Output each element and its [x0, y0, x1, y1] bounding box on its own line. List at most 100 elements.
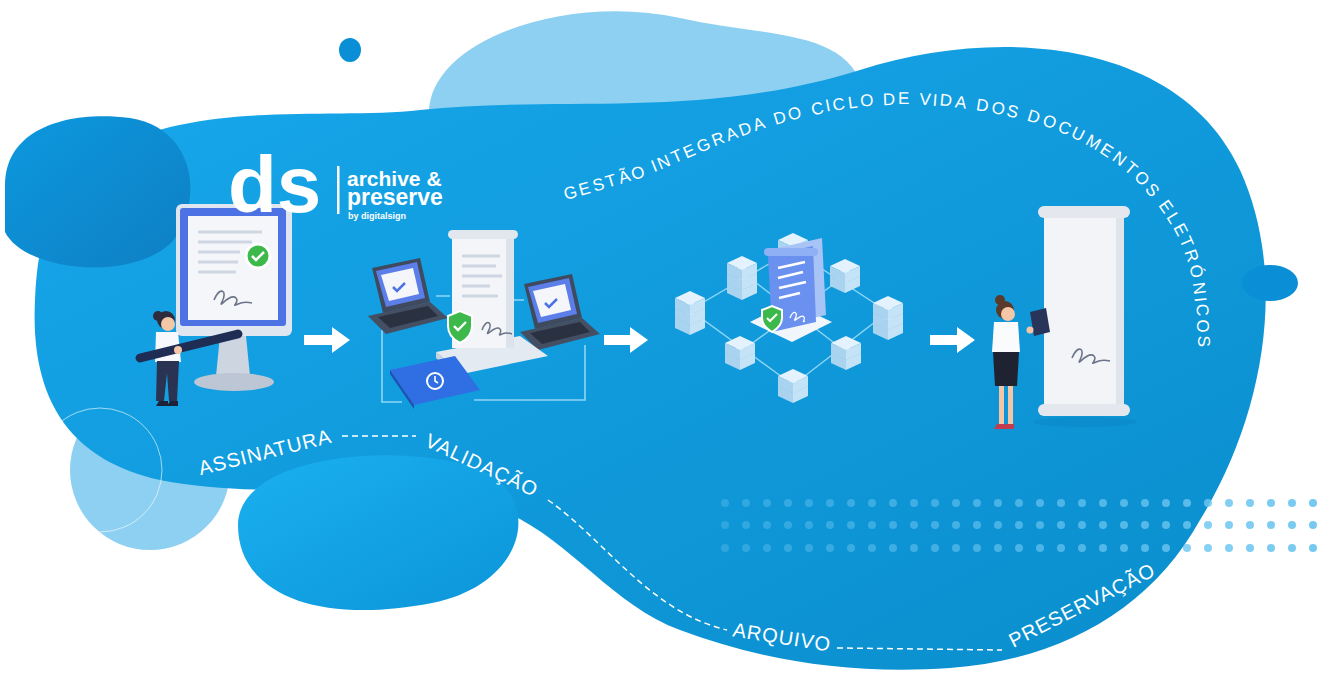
- server-cubes: [675, 233, 903, 403]
- dot: [868, 544, 876, 552]
- dot: [1225, 521, 1233, 529]
- dot: [1267, 544, 1275, 552]
- laptop-icon-part: [376, 262, 425, 307]
- dot: [931, 521, 939, 529]
- archive-illustration-part: [764, 248, 818, 256]
- title-letter: O: [990, 99, 1007, 118]
- dot: [784, 499, 792, 507]
- title-letter: I: [1192, 296, 1209, 303]
- title-letter: [912, 90, 918, 107]
- title-letter: Ó: [1187, 263, 1207, 281]
- person-figure-part: [140, 334, 238, 358]
- title-letter: N: [1190, 281, 1209, 296]
- laptop-icon-part: [393, 283, 405, 291]
- dot-grid: [721, 499, 1317, 552]
- laptop-icon-part: [533, 284, 571, 317]
- dot: [1162, 499, 1170, 507]
- laptop-icon-part: [381, 268, 419, 301]
- dot: [931, 544, 939, 552]
- dot: [1036, 499, 1044, 507]
- validation-illustration-part: [448, 230, 518, 239]
- preservation-illustration-part: [1072, 349, 1110, 363]
- person-figure-part: [174, 346, 182, 354]
- title-letter: E: [898, 90, 910, 107]
- preservation-illustration-part: [1033, 417, 1137, 427]
- dot: [889, 521, 897, 529]
- dot: [721, 521, 729, 529]
- dot: [1099, 499, 1107, 507]
- logo-divider: [337, 166, 340, 214]
- archive-illustration-part: [767, 314, 777, 321]
- dot: [868, 499, 876, 507]
- dot: [1204, 544, 1212, 552]
- stage-node: PRESERVAÇÃO: [977, 200, 1137, 445]
- background-blob: [5, 11, 1298, 669]
- dot: [973, 499, 981, 507]
- validation-illustration-part: [482, 323, 512, 335]
- title-letter: A: [954, 93, 968, 111]
- validation-illustration: [368, 230, 600, 409]
- title-letter: O: [859, 91, 875, 109]
- dot: [994, 499, 1002, 507]
- monitor-illustration-part: [188, 216, 278, 320]
- title-letter: O: [1194, 319, 1212, 334]
- dot: [742, 521, 750, 529]
- title-letter: [875, 91, 882, 108]
- main-blob: [35, 47, 1266, 670]
- archive-illustration-part: [762, 306, 782, 332]
- dot: [1078, 499, 1086, 507]
- dot: [1204, 521, 1212, 529]
- dot: [1036, 544, 1044, 552]
- validation-illustration-part: [454, 322, 466, 330]
- dot: [721, 544, 729, 552]
- dot: [1120, 499, 1128, 507]
- dot: [721, 499, 729, 507]
- dot: [805, 544, 813, 552]
- preservation-illustration-part: [1038, 206, 1130, 218]
- dot: [1225, 499, 1233, 507]
- server-cube: [831, 336, 861, 360]
- dashed-path-part: [342, 435, 416, 437]
- dot: [1183, 521, 1191, 529]
- phone-icon-part: [435, 376, 438, 383]
- dot: [1288, 521, 1296, 529]
- person-figure-part: [993, 352, 1019, 386]
- dot: [1309, 521, 1317, 529]
- dot: [1309, 499, 1317, 507]
- title-letter: C: [1193, 303, 1211, 317]
- dot: [1078, 544, 1086, 552]
- small-blob: [339, 38, 361, 62]
- dot: [1267, 499, 1275, 507]
- person-figure-part: [992, 322, 1020, 352]
- archive-illustration: [675, 233, 903, 403]
- archive-illustration-part: [778, 262, 806, 298]
- person-figure: [992, 295, 1050, 429]
- phone-icon-part: [390, 356, 480, 405]
- preservation-illustration-part: [1116, 214, 1124, 410]
- curved-title: GESTÃO INTEGRADA DO CICLO DE VIDA DOS DO…: [555, 80, 1225, 370]
- dot: [1015, 544, 1023, 552]
- dot: [994, 521, 1002, 529]
- dot: [952, 499, 960, 507]
- logo-text: preserve: [347, 186, 443, 209]
- preservation-illustration: [992, 206, 1137, 429]
- dot: [910, 521, 918, 529]
- dot: [1204, 499, 1212, 507]
- laptop-icon-part: [545, 299, 557, 307]
- dot: [952, 521, 960, 529]
- preservation-illustration-part: [1038, 404, 1130, 416]
- monitor-illustration-part: [246, 244, 270, 268]
- dot: [1078, 521, 1086, 529]
- dot: [805, 521, 813, 529]
- dot: [1015, 499, 1023, 507]
- dot: [973, 521, 981, 529]
- title-letter: S: [1005, 102, 1021, 121]
- dot: [1057, 544, 1065, 552]
- laptop-icon-part: [378, 306, 438, 328]
- monitor-illustration-part: [194, 373, 274, 391]
- laptop-icon: [520, 274, 600, 350]
- title-letter: O: [786, 103, 804, 123]
- logo-text: by digitalsign: [348, 212, 406, 221]
- title-letter: [968, 95, 976, 113]
- dot: [1141, 499, 1149, 507]
